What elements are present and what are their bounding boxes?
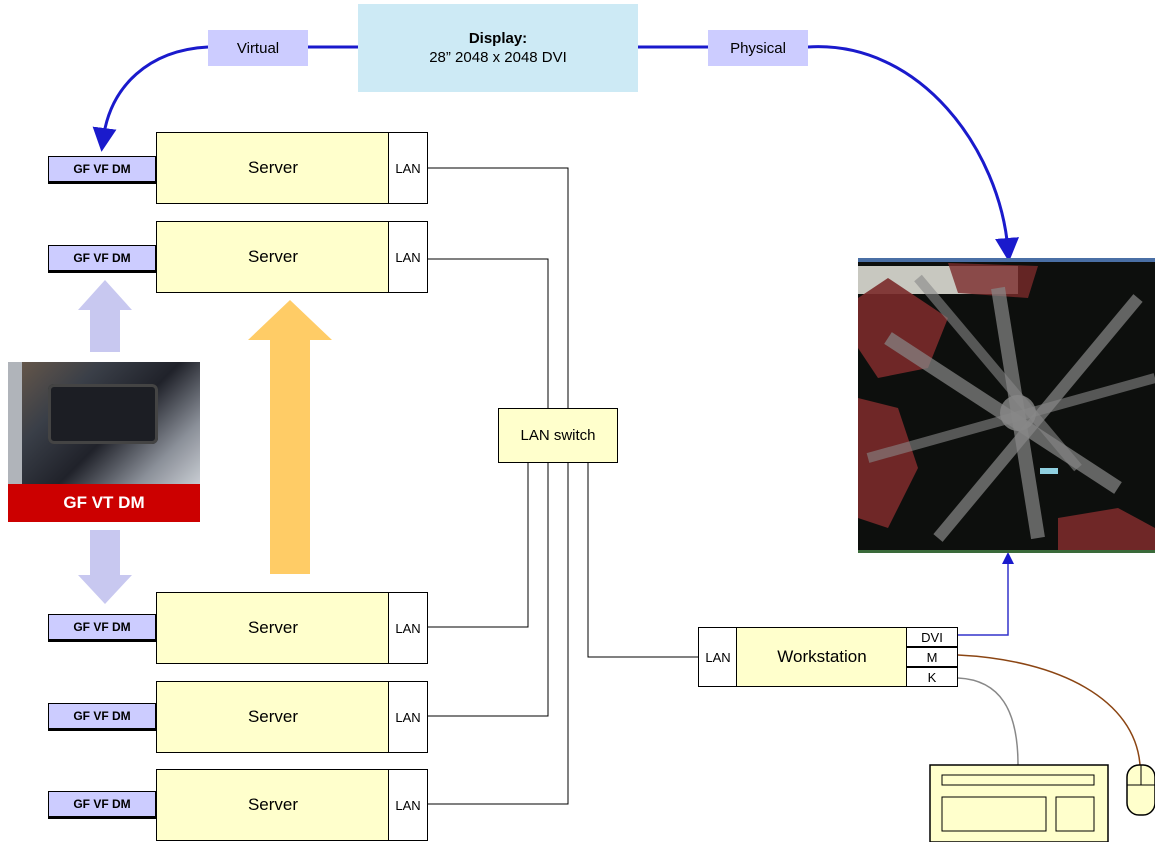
dvi-cable [958, 552, 1014, 636]
down-arrow-light-head [78, 575, 132, 604]
orange-arrow-body [270, 340, 310, 574]
photo-caption: GF VT DM [8, 484, 200, 522]
dvi-port: DVI [906, 627, 958, 647]
orange-arrow-head [248, 300, 332, 340]
lan-wire-3 [428, 463, 529, 628]
lan-wire-1 [428, 167, 569, 408]
physical-tag: Physical [708, 30, 808, 66]
up-arrow-light-head [78, 280, 132, 310]
up-arrow-light-body [90, 310, 120, 352]
server-5-lan-port: LAN [388, 769, 428, 841]
hardware-photo [8, 362, 200, 484]
gpu-card-2: GF VF DM [48, 245, 158, 273]
mouse-port: M [906, 647, 958, 667]
physical-arrow [807, 45, 1019, 262]
keyboard-cable [957, 677, 1019, 766]
display-title: Display: [468, 30, 528, 47]
server-4: Server [156, 681, 390, 753]
down-arrow-light-body [90, 530, 120, 575]
gpu-card-5: GF VF DM [48, 791, 158, 819]
monitor-screenshot [858, 258, 1155, 553]
server-1-lan-port: LAN [388, 132, 428, 204]
lan-switch: LAN switch [498, 408, 618, 463]
virtual-arrow [92, 45, 209, 152]
virtual-tag: Virtual [208, 30, 308, 66]
lan-wire-4 [428, 463, 549, 717]
workstation-lan-port: LAN [698, 627, 738, 687]
lan-wire-workstation [587, 463, 698, 658]
server-5: Server [156, 769, 390, 841]
display-box: Display: 28” 2048 x 2048 DVI [358, 4, 638, 92]
gpu-card-3: GF VF DM [48, 614, 158, 642]
server-3: Server [156, 592, 390, 664]
mouse-cable [957, 654, 1141, 766]
server-1: Server [156, 132, 390, 204]
virtual-tag-label: Virtual [236, 39, 280, 57]
physical-tag-label: Physical [730, 39, 786, 57]
lan-wire-2 [428, 258, 549, 408]
gpu-card-4: GF VF DM [48, 703, 158, 731]
server-4-lan-port: LAN [388, 681, 428, 753]
server-2: Server [156, 221, 390, 293]
server-2-lan-port: LAN [388, 221, 428, 293]
lan-wire-5 [428, 463, 569, 805]
workstation: Workstation [736, 627, 908, 687]
server-3-lan-port: LAN [388, 592, 428, 664]
gpu-card-1: GF VF DM [48, 156, 158, 184]
keyboard-port: K [906, 667, 958, 687]
display-subtitle: 28” 2048 x 2048 DVI [429, 49, 567, 66]
